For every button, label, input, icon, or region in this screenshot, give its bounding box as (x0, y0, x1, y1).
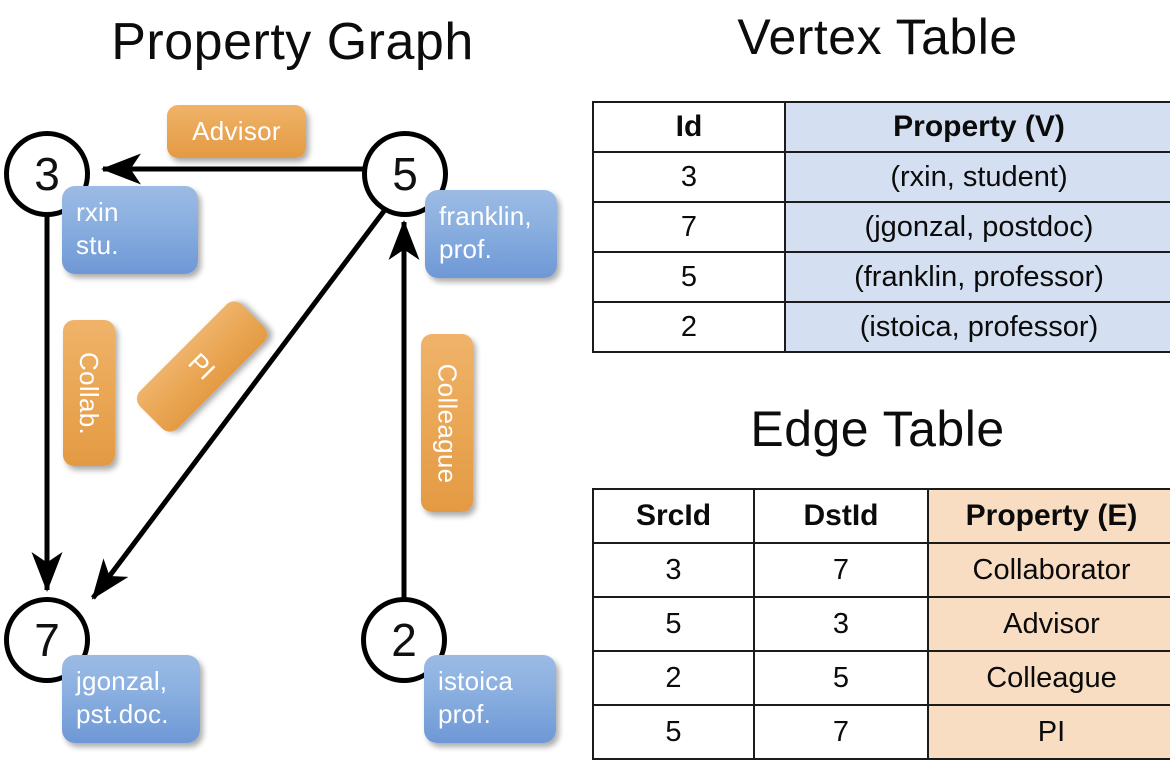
vertex-cell-id: 5 (592, 251, 786, 303)
edge-cell-srcid: 5 (592, 704, 755, 760)
page-title-property-graph: Property Graph (111, 13, 474, 71)
vertex-cell-property: (rxin, student) (784, 151, 1170, 203)
vertex-cell-property: (istoica, professor) (784, 301, 1170, 353)
graph-node-5[interactable]: 5 (362, 131, 448, 217)
edge-label-text: Collab. (74, 351, 105, 435)
node-property-box-5[interactable]: franklin, prof. (425, 190, 557, 278)
vertex-cell-property: (franklin, professor) (784, 251, 1170, 303)
node-property-box-2[interactable]: istoica prof. (424, 655, 556, 743)
edge-label-collab[interactable]: Collab. (63, 320, 115, 466)
edge-header-srcid: SrcId (592, 488, 755, 544)
vertex-cell-id: 7 (592, 201, 786, 253)
property-graph-diagram: 3 5 7 2 rxin stu. franklin, prof. jgonza… (4, 105, 557, 743)
table-row[interactable]: 3 7 Collaborator (592, 542, 1170, 598)
table-row[interactable]: 2 (istoica, professor) (592, 301, 1170, 353)
table-row[interactable]: 2 5 Colleague (592, 650, 1170, 706)
edge-cell-dstid: 7 (753, 704, 929, 760)
edge-header-property: Property (E) (927, 488, 1170, 544)
edge-cell-srcid: 3 (592, 542, 755, 598)
node-property-box-7[interactable]: jgonzal, pst.doc. (62, 655, 200, 743)
edge-cell-dstid: 5 (753, 650, 929, 706)
vertex-cell-id: 3 (592, 151, 786, 203)
graph-node-2[interactable]: 2 (361, 597, 447, 683)
page-title-edge-table: Edge Table (750, 401, 1005, 457)
table-row[interactable]: 7 (jgonzal, postdoc) (592, 201, 1170, 253)
table-header-row: Id Property (V) (592, 101, 1170, 153)
node-property-line: rxin (76, 197, 119, 227)
edge-cell-dstid: 3 (753, 596, 929, 652)
node-property-line: istoica (438, 666, 514, 696)
edge-cell-srcid: 5 (592, 596, 755, 652)
table-row[interactable]: 5 3 Advisor (592, 596, 1170, 652)
edge-label-advisor[interactable]: Advisor (167, 105, 306, 158)
table-header-row: SrcId DstId Property (E) (592, 488, 1170, 544)
graph-edges-svg (31, 153, 420, 610)
table-row[interactable]: 5 (franklin, professor) (592, 251, 1170, 303)
edge-label-colleague[interactable]: Colleague (421, 334, 473, 512)
node-property-line: stu. (76, 230, 119, 261)
node-property-line: prof. (438, 699, 492, 730)
node-property-line: prof. (439, 234, 493, 265)
edge-cell-property: Colleague (927, 650, 1170, 706)
node-property-line: jgonzal, (76, 666, 168, 696)
edge-cell-srcid: 2 (592, 650, 755, 706)
vertex-cell-id: 2 (592, 301, 786, 353)
table-row[interactable]: 5 7 PI (592, 704, 1170, 760)
edge-cell-property: Advisor (927, 596, 1170, 652)
edge-table: SrcId DstId Property (E) 3 7 Collaborato… (592, 488, 1170, 760)
table-row[interactable]: 3 (rxin, student) (592, 151, 1170, 203)
edge-label-text: Advisor (192, 116, 281, 146)
vertex-table: Id Property (V) 3 (rxin, student) 7 (jgo… (592, 101, 1170, 353)
page-title-vertex-table: Vertex Table (737, 9, 1018, 65)
vertex-header-property: Property (V) (784, 101, 1170, 153)
edge-label-text: PI (182, 346, 222, 386)
vertex-cell-property: (jgonzal, postdoc) (784, 201, 1170, 253)
node-property-box-3[interactable]: rxin stu. (62, 186, 198, 274)
edge-cell-dstid: 7 (753, 542, 929, 598)
edge-header-dstid: DstId (753, 488, 929, 544)
vertex-header-id: Id (592, 101, 786, 153)
edge-cell-property: PI (927, 704, 1170, 760)
edge-cell-property: Collaborator (927, 542, 1170, 598)
node-property-line: pst.doc. (76, 699, 169, 730)
edge-label-text: Colleague (432, 363, 463, 483)
edge-5-to-7 (91, 205, 389, 600)
node-property-line: franklin, (439, 201, 532, 231)
